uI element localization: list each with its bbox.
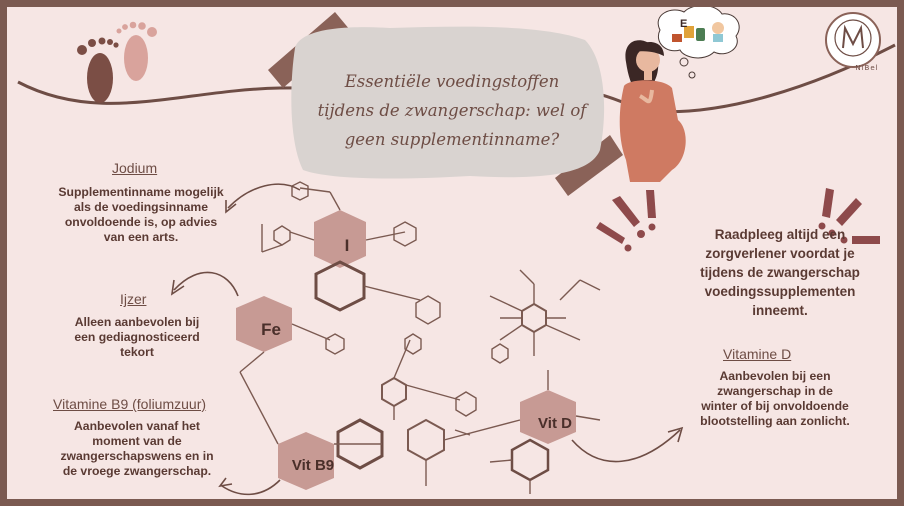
b9-line-4: de vroege zwangerschap. — [62, 464, 212, 478]
thought-letter: E — [680, 18, 688, 30]
molecule-network — [236, 181, 601, 494]
vitd-text: Aanbevolen bij een zwangerschap in de wi… — [679, 369, 871, 429]
jodium-line-2: als de voedingsinname — [73, 200, 209, 214]
vitd-line-1: Aanbevolen bij een — [719, 369, 831, 383]
hex-label-b9: Vit B9 — [291, 457, 335, 474]
b9-line-2: moment van de — [92, 434, 182, 448]
ijzer-line-3: tekort — [120, 345, 154, 359]
footprints-icon — [77, 21, 157, 103]
jodium-text: Supplementinname mogelijk als de voeding… — [41, 185, 241, 245]
jodium-line-3: onvoldoende is, op advies — [64, 215, 218, 229]
arrow-vitd — [571, 426, 684, 463]
title-line-3: geen supplementinname? — [344, 130, 560, 149]
hex-label-jodium: I — [344, 236, 350, 255]
arrow-ijzer — [170, 271, 239, 297]
vitd-heading: Vitamine D — [723, 346, 792, 362]
notice-line-4: voedingssupplementen — [704, 284, 856, 299]
arrow-b9 — [218, 477, 281, 496]
logo-text: NiBel — [855, 64, 879, 72]
notice-line-1: Raadpleeg altijd een — [714, 227, 846, 242]
notice-line-5: inneemt. — [752, 303, 808, 318]
pregnant-woman-illustration — [619, 40, 686, 182]
exclamation-right-icon — [818, 188, 880, 244]
ijzer-heading: Ijzer — [120, 291, 147, 307]
b9-line-3: zwangerschapswens en in — [60, 449, 214, 463]
notice-line-3: tijdens de zwangerschap — [700, 265, 860, 280]
hex-label-ijzer: Fe — [261, 320, 281, 339]
logo-icon — [825, 12, 881, 68]
jodium-heading: Jodium — [112, 160, 158, 176]
arrow-jodium — [225, 183, 301, 214]
b9-text: Aanbevolen vanaf het moment van de zwang… — [39, 419, 235, 479]
title-banner — [268, 12, 623, 196]
jodium-line-1: Supplementinname mogelijk — [58, 185, 224, 199]
title-line-1: Essentiële voedingstoffen — [344, 72, 560, 91]
vitd-line-4: blootstelling aan zonlicht. — [700, 414, 850, 428]
ijzer-text: Alleen aanbevolen bij een gediagnosticee… — [49, 315, 225, 360]
thought-bubble — [657, 7, 740, 79]
ijzer-line-1: Alleen aanbevolen bij — [74, 315, 200, 329]
title-line-2: tijdens de zwangerschap: wel of — [317, 101, 587, 120]
vitd-line-2: zwangerschap in de — [717, 384, 833, 398]
advice-notice: Raadpleeg altijd een zorgverlener voorda… — [665, 225, 895, 320]
b9-heading: Vitamine B9 (foliumzuur) — [53, 396, 207, 412]
exclamation-left-icon — [596, 190, 656, 252]
notice-line-2: zorgverlener voordat je — [705, 246, 855, 261]
page-title: Essentiële voedingstoffen tijdens de zwa… — [307, 67, 597, 154]
vitd-line-3: winter of bij onvoldoende — [701, 399, 849, 413]
b9-line-1: Aanbevolen vanaf het — [74, 419, 200, 433]
jodium-line-4: van een arts. — [103, 230, 179, 244]
ijzer-line-2: een gediagnosticeerd — [74, 330, 200, 344]
hex-label-vitd: Vit D — [538, 415, 572, 432]
